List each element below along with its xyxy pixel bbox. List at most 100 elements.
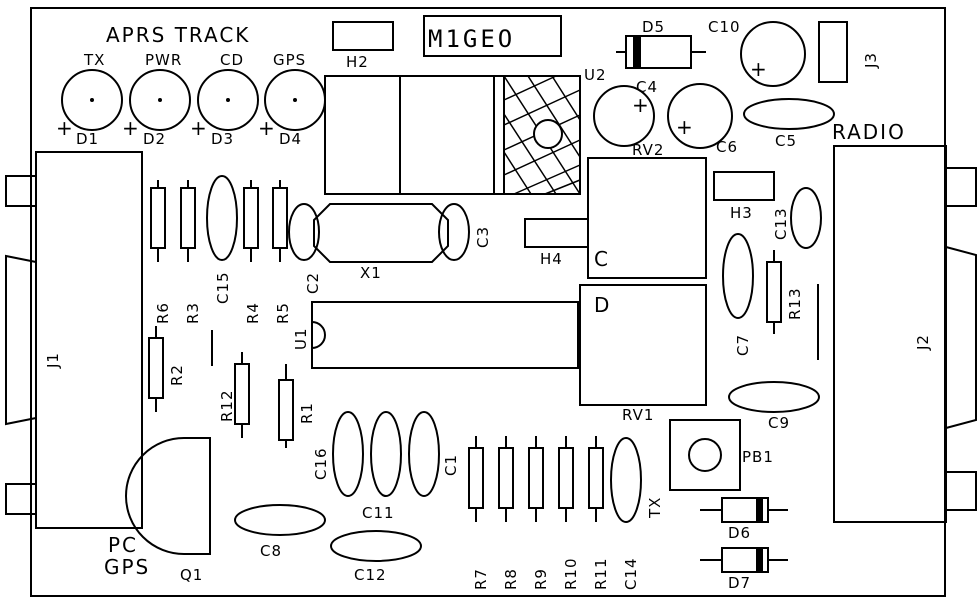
rv2-pin-c: C [594,247,610,271]
cap-c8 [234,504,326,536]
led-d3-top-label: CD [220,51,244,69]
c8-label: C8 [260,542,282,560]
resistor-r5 [272,180,288,262]
c5-label: C5 [775,132,797,150]
h3-label: H3 [730,204,753,222]
r1-label: R1 [298,402,316,424]
r4-label: R4 [244,302,262,324]
led-d1-plus: + [56,116,75,140]
d5-label: D5 [642,18,665,36]
r9-label: R9 [532,568,550,590]
led-d2-plus: + [122,116,141,140]
board-title: APRS TRACK [106,23,250,47]
c4-label: C4 [636,78,658,96]
c14-label: C14 [622,557,640,590]
c6-label: C6 [716,138,738,156]
resistor-r3 [180,180,196,262]
u1-label: U1 [292,327,310,350]
j3-label: J3 [862,52,880,69]
resistor-r6 [150,180,166,262]
u2-label: U2 [584,66,607,84]
callsign-box [423,15,562,57]
r13-label: R13 [786,287,804,320]
h2-label: H2 [346,53,369,71]
resistor-r2 [148,326,164,412]
ic-u1 [311,301,579,369]
led-d4-top-label: GPS [273,51,306,69]
cap-c16 [332,411,364,497]
r2-label: R2 [168,364,186,386]
cap-c6 [667,83,733,149]
connector-j1 [5,151,143,529]
callsign: M1GEO [428,25,515,53]
cap-c13 [790,187,822,249]
resistor-r11 [588,436,604,522]
r10-label: R10 [562,557,580,590]
c6-plus: + [676,115,695,139]
diode-d6 [700,497,788,523]
c10-label: C10 [708,18,741,36]
diode-d5 [616,35,706,69]
cap-c9 [728,381,820,413]
r5-label: R5 [274,302,292,324]
tx-label: TX [646,497,664,519]
connector-j2 [833,145,977,523]
d6-label: D6 [728,524,751,542]
h2-header [332,21,394,51]
resistor-r8 [498,436,514,522]
pushbutton-pb1 [669,419,741,491]
resistor-r13 [766,250,782,334]
h4-label: H4 [540,250,563,268]
c13-label: C13 [772,207,790,240]
q1-label: Q1 [180,566,203,584]
led-d2-ref: D2 [143,130,166,148]
resistor-r9 [528,436,544,522]
radio-label: RADIO [832,120,906,144]
resistor-r1 [278,364,294,448]
cap-c12 [330,530,422,562]
cap-c10 [740,21,806,87]
resistor-r12 [234,352,250,438]
led-d2: PWR + D2 [122,51,191,148]
resistor-r4 [243,180,259,262]
x1-label: X1 [360,264,382,282]
c12-label: C12 [354,566,387,584]
j2-label: J2 [914,334,932,351]
led-d1: TX + D1 [56,51,123,148]
led-d4-ref: D4 [279,130,302,148]
d7-label: D7 [728,574,751,592]
crystal-x1 [313,203,449,263]
cap-c5 [743,98,835,130]
gps-label: GPS [104,555,150,579]
cap-c4 [593,85,655,147]
rv1-pin-d: D [594,293,611,317]
c4-plus: + [632,93,651,117]
c1-label: C1 [442,454,460,476]
pc-label: PC [108,533,138,557]
led-d4-plus: + [258,116,277,140]
h3-header [713,171,775,201]
c9-label: C9 [768,414,790,432]
pb1-label: PB1 [742,448,774,466]
c7-label: C7 [734,334,752,356]
r6-label: R6 [154,302,172,324]
led-d3-plus: + [190,116,209,140]
r11-label: R11 [592,557,610,590]
h4-header [524,218,589,248]
cap-c7 [722,233,754,319]
c15-label: C15 [214,271,232,304]
u2-regulator [324,75,581,195]
led-d1-top-label: TX [83,51,105,69]
transistor-q1 [125,437,211,555]
led-d2-top-label: PWR [145,51,182,69]
cap-c2 [288,203,320,261]
cap-c15 [206,175,238,261]
resistor-r10 [558,436,574,522]
c16-label: C16 [312,447,330,480]
rv1-label: RV1 [622,406,654,424]
resistor-r7 [468,436,484,522]
cap-c11-b [408,411,440,497]
jumper-j3 [818,21,848,83]
